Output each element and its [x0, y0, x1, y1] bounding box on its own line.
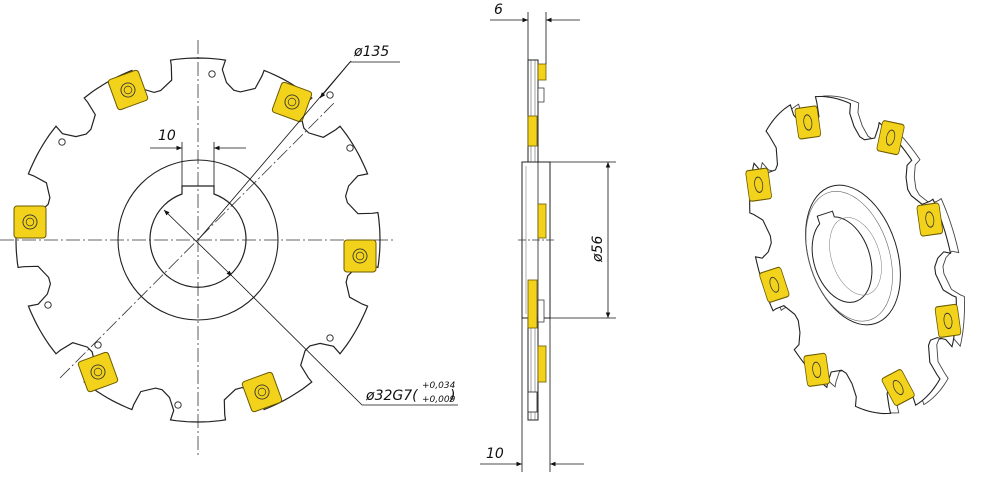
front-insert [107, 69, 149, 111]
front-insert [343, 239, 377, 273]
hub-circle [117, 159, 279, 321]
front-inserts [13, 69, 377, 413]
cutter-body-outline [15, 57, 381, 423]
bore-tolerance-upper: +0,034 [422, 381, 456, 391]
keyway-width-label: 10 [158, 128, 176, 144]
top-width-label: 6 [494, 2, 503, 18]
iso-insert [794, 105, 822, 140]
bore-tolerance-lower: +0,009 [422, 395, 456, 405]
iso-insert [759, 266, 790, 303]
side-view: 6 ø56 10 [480, 2, 616, 472]
iso-bore [811, 210, 873, 303]
iso-insert [803, 352, 830, 387]
top-width-dimension: 6 [490, 2, 580, 64]
bottom-width-dimension: 10 [480, 318, 584, 472]
bore-diameter-dimension: ø32G7( +0,034 +0,009 ) [163, 209, 458, 406]
front-insert [271, 81, 313, 123]
iso-insert [745, 167, 772, 202]
hub-diameter-label: ø56 [590, 236, 606, 263]
bore-label-close: ) [449, 388, 455, 404]
front-view: 10 ø135 ø32G7( +0,034 +0,009 ) [0, 40, 458, 455]
isometric-view [745, 95, 966, 415]
front-insert [77, 351, 119, 393]
pin-hole [94, 341, 102, 349]
hub-diameter-dimension: ø56 [550, 161, 616, 319]
bore-diameter-label: ø32G7( [365, 388, 418, 404]
iso-body-outline [749, 95, 957, 415]
side-inserts [527, 63, 547, 413]
bottom-width-label: 10 [486, 446, 504, 462]
pin-hole [326, 334, 334, 342]
iso-insert [934, 303, 962, 338]
iso-hub-inner [805, 191, 893, 322]
bore-with-keyway [149, 185, 247, 288]
pin-hole [44, 301, 52, 309]
iso-insert [881, 369, 915, 406]
pin-hole [326, 91, 334, 99]
front-pin-holes [44, 70, 354, 409]
outer-diameter-label: ø135 [353, 44, 389, 60]
iso-insert [876, 120, 905, 156]
front-insert [13, 205, 47, 239]
pin-hole [208, 70, 216, 78]
front-insert [241, 371, 283, 413]
iso-insert [916, 202, 944, 237]
iso-inserts [745, 105, 962, 406]
keyway-dimension: 10 [150, 128, 246, 186]
pin-hole [174, 401, 182, 409]
outer-diameter-dimension: ø135 [197, 44, 400, 241]
pin-hole [346, 144, 354, 152]
pin-hole [58, 138, 66, 146]
